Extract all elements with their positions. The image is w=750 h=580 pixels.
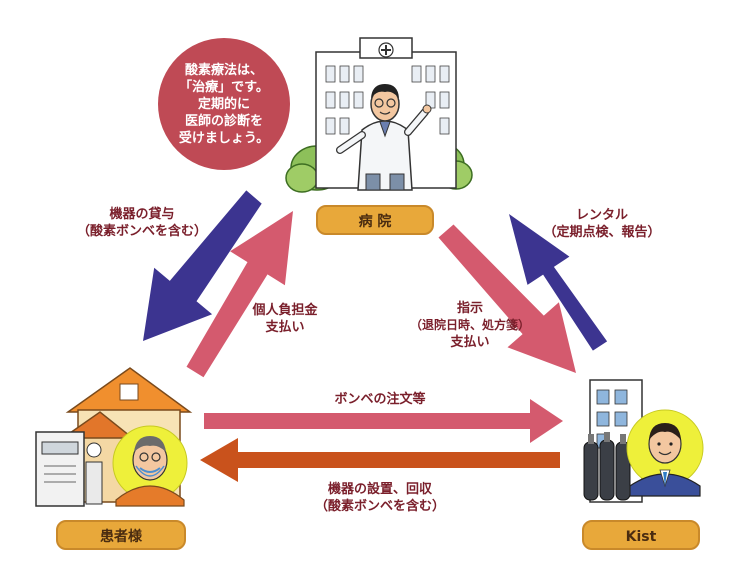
flow-label-line: 機器の貸与	[109, 207, 175, 222]
arrow-patient-to-kist	[204, 399, 563, 443]
flow-label-kist-to-patient: 機器の設置、回収 （酸素ボンベを含む）	[300, 481, 460, 515]
flow-label-line: （酸素ボンベを含む）	[314, 499, 445, 514]
flow-label-line: 支払い	[450, 335, 490, 350]
hospital-icon	[285, 37, 473, 193]
flow-label-line: 指示	[456, 301, 483, 316]
flow-label-line: レンタル	[575, 208, 628, 223]
advice-line: 医師の診断を	[184, 113, 263, 129]
arrow-kist-to-patient	[200, 438, 560, 482]
flow-label-hospital-to-patient: 機器の貸与 （酸素ボンベを含む）	[68, 206, 216, 240]
flow-label-line: 支払い	[265, 320, 305, 335]
flow-label-line: 個人負担金	[252, 303, 318, 318]
flow-label-line: ボンベの注文等	[334, 392, 426, 407]
advice-line: 受けましょう。	[178, 130, 270, 146]
flow-label-hospital-to-kist: 指示 （退院日時、処方箋） 支払い	[400, 300, 540, 351]
arrow-kist-to-hospital	[509, 214, 608, 351]
kist-label: Kist	[582, 520, 700, 550]
kist-staff-avatar	[626, 409, 704, 497]
patient-avatar	[112, 425, 188, 507]
flow-label-patient-to-kist: ボンベの注文等	[315, 391, 445, 408]
advice-line: 「治療」です。	[179, 79, 269, 95]
flow-label-line: 機器の設置、回収	[327, 482, 432, 497]
hospital-label: 病 院	[316, 205, 434, 235]
flow-label-line: （定期点検、報告）	[543, 225, 661, 240]
advice-bubble: 酸素療法は、 「治療」です。 定期的に 医師の診断を 受けましょう。	[158, 38, 290, 170]
patient-label: 患者様	[56, 520, 186, 550]
flow-label-line: （酸素ボンベを含む）	[76, 224, 207, 239]
arrow-hospital-to-kist	[438, 224, 576, 373]
flow-label-patient-to-hospital: 個人負担金 支払い	[240, 302, 330, 336]
arrow-hospital-to-patient	[143, 190, 262, 341]
arrow-patient-to-hospital	[186, 211, 293, 378]
flow-label-line: （退院日時、処方箋）	[409, 318, 530, 332]
flow-label-kist-to-hospital: レンタル （定期点検、報告）	[532, 207, 672, 241]
advice-line: 酸素療法は、	[184, 62, 263, 78]
advice-line: 定期的に	[197, 96, 250, 112]
gas-cylinders-icon	[583, 432, 631, 501]
